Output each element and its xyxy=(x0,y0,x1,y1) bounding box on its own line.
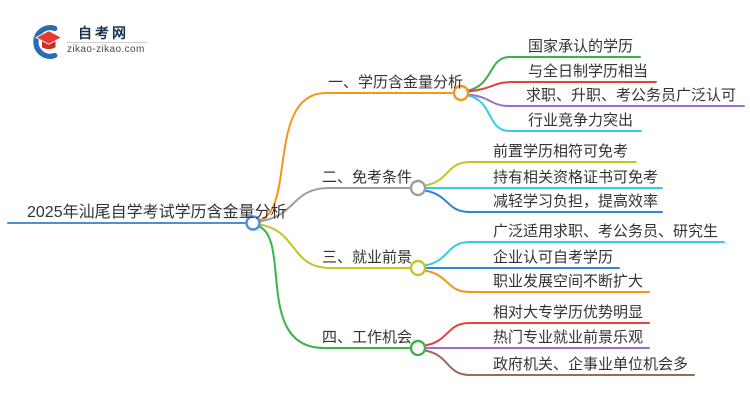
root-node-circle xyxy=(245,215,261,231)
branch-2-child-1-line xyxy=(424,161,637,187)
branch-3-node-circle xyxy=(409,259,427,277)
subtopic-label: 国家承认的学历 xyxy=(528,38,634,55)
branch-2-label: 二、免考条件 xyxy=(322,169,413,186)
logo-title: 自考网 xyxy=(78,25,129,41)
root-topic-label: 2025年汕尾自学考试学历含金量分析 xyxy=(27,204,287,221)
graduation-cap-icon xyxy=(33,25,63,59)
branch-1-line xyxy=(258,92,455,221)
branch-1-node-circle xyxy=(452,84,470,102)
branch-3-child-3-line xyxy=(424,269,650,293)
subtopic-label: 持有相关资格证书可免考 xyxy=(493,169,659,186)
branch-3-line xyxy=(258,223,411,269)
branch-4-label: 四、工作机会 xyxy=(322,329,413,346)
subtopic-label: 政府机关、企事业单位机会多 xyxy=(493,356,689,373)
subtopic-label: 求职、升职、考公务员广泛认可 xyxy=(526,87,737,104)
subtopic-label: 相对大专学历优势明显 xyxy=(493,304,644,321)
subtopic-label: 与全日制学历相当 xyxy=(528,63,649,80)
branch-2-child-3-line xyxy=(424,189,663,213)
subtopic-label: 热门专业就业前景乐观 xyxy=(493,329,644,346)
branch-2-line xyxy=(258,187,411,223)
branch-1-child-3-line xyxy=(467,93,745,107)
subtopic-label: 行业竞争力突出 xyxy=(528,112,634,129)
branch-1-child-2-line xyxy=(467,81,657,93)
site-logo: 自考网 zikao-zikao.com xyxy=(28,10,168,60)
branch-3-label: 三、就业前景 xyxy=(322,249,413,266)
logo-url: zikao-zikao.com xyxy=(67,44,145,55)
subtopic-label: 职业发展空间不断扩大 xyxy=(493,273,644,290)
branch-2-node-circle xyxy=(409,179,427,197)
logo-divider xyxy=(67,42,147,43)
subtopic-label: 广泛适用求职、考公务员、研究生 xyxy=(493,223,719,240)
subtopic-label: 减轻学习负担，提高效率 xyxy=(493,193,659,210)
branch-4-node-circle xyxy=(409,339,427,357)
branch-3-child-1-line xyxy=(424,241,725,267)
subtopic-label: 企业认可自考学历 xyxy=(493,249,614,266)
branch-4-child-1-line xyxy=(424,322,650,347)
subtopic-label: 前置学历相符可免考 xyxy=(493,143,629,160)
branch-1-child-1-line xyxy=(467,56,641,92)
branch-1-label: 一、学历含金量分析 xyxy=(328,74,464,91)
branch-4-line xyxy=(257,225,411,349)
branch-4-child-3-line xyxy=(424,349,695,376)
branch-1-child-4-line xyxy=(467,94,642,132)
